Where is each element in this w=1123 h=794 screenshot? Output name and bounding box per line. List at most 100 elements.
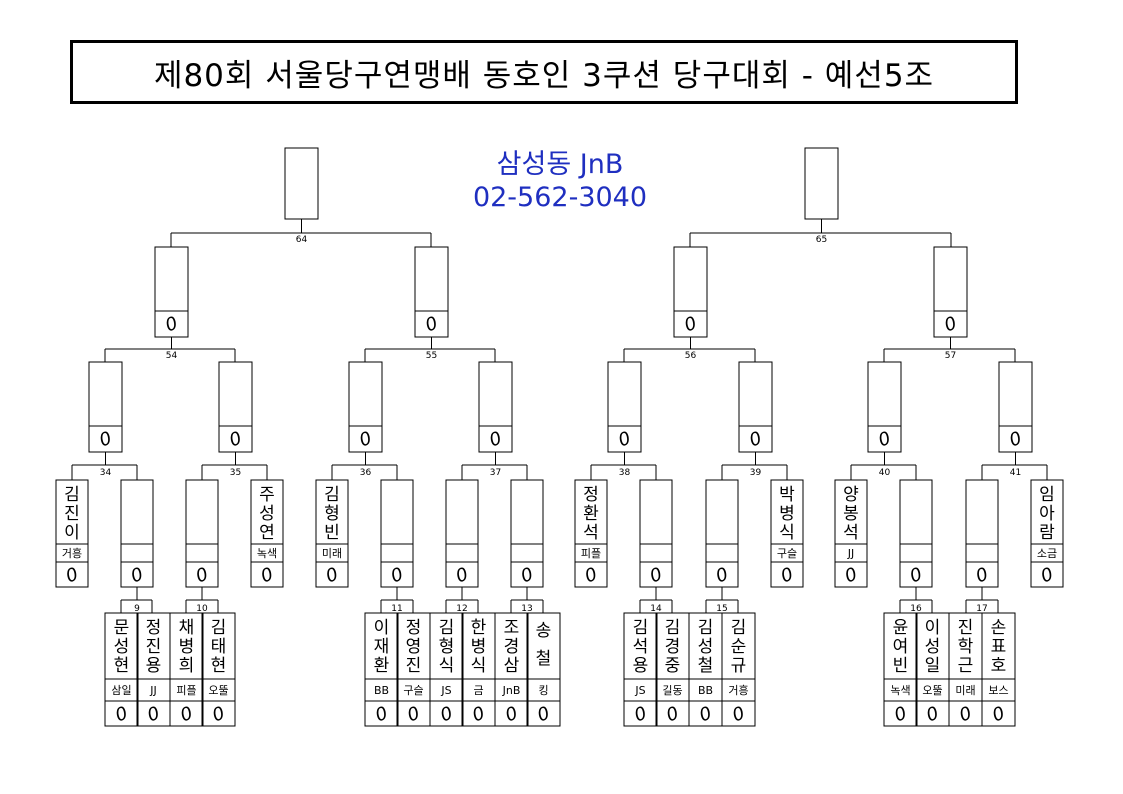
- match-number: 55: [426, 351, 437, 361]
- final-box: [804, 147, 839, 220]
- score-mark: 0: [907, 564, 925, 588]
- score-mark: 0: [957, 703, 975, 727]
- score-mark: 0: [647, 564, 665, 588]
- score-mark: 0: [892, 703, 910, 727]
- match-number: 14: [650, 604, 662, 614]
- score-mark: 0: [227, 428, 245, 452]
- score-mark: 0: [113, 703, 131, 727]
- prelim-player-box: [364, 612, 399, 727]
- match-number: 17: [976, 604, 987, 614]
- player-club: JJ: [847, 547, 855, 560]
- seeded-player-box: [770, 479, 804, 588]
- player-club: 오뚤: [922, 684, 942, 697]
- sponsor-name: 삼성동 JnB: [496, 149, 624, 180]
- player-club: 거흥: [62, 546, 82, 560]
- seeded-player-box: [574, 479, 608, 588]
- player-club: 보스: [988, 684, 1008, 697]
- score-mark: 0: [973, 564, 991, 588]
- prelim-player-box: [526, 612, 561, 727]
- score-mark: 0: [697, 703, 715, 727]
- match-number: 34: [100, 468, 112, 478]
- player-club: JnB: [502, 684, 521, 697]
- player-club: 녹색: [257, 547, 277, 560]
- seeded-player-box: [1030, 479, 1064, 588]
- match-number: 65: [816, 235, 827, 245]
- prelim-player-box: [201, 612, 236, 727]
- score-mark: 0: [632, 703, 650, 727]
- match-number: 39: [750, 468, 762, 478]
- score-mark: 0: [438, 703, 456, 727]
- player-club: 소금: [1037, 547, 1057, 560]
- score-mark: 0: [713, 564, 731, 588]
- player-club: 미래: [955, 684, 975, 697]
- page-title: 제80회 서울당구연맹배 동호인 3쿠션 당구대회 - 예선5조: [70, 40, 1018, 104]
- player-club: 거흥: [728, 683, 748, 697]
- score-mark: 0: [470, 703, 488, 727]
- score-mark: 0: [616, 428, 634, 452]
- prelim-player-box: [981, 612, 1016, 727]
- player-club: 금: [473, 684, 483, 697]
- match-number: 16: [910, 604, 922, 614]
- prelim-player-box: [104, 612, 139, 727]
- score-mark: 0: [453, 564, 471, 588]
- score-mark: 0: [423, 313, 441, 337]
- prelim-player-box: [429, 612, 464, 727]
- score-mark: 0: [518, 564, 536, 588]
- seeded-player-box: [315, 479, 349, 588]
- prelim-player-box: [169, 612, 204, 727]
- score-mark: 0: [503, 703, 521, 727]
- match-number: 41: [1010, 468, 1021, 478]
- match-number: 10: [196, 604, 208, 614]
- score-mark: 0: [193, 564, 211, 588]
- score-mark: 0: [163, 313, 181, 337]
- player-club: 피플: [176, 684, 196, 697]
- match-number: 36: [360, 468, 372, 478]
- seeded-player-box: [250, 479, 284, 588]
- sponsor-block: 삼성동 JnB 02-562-3040: [455, 148, 665, 214]
- score-mark: 0: [876, 428, 894, 452]
- score-mark: 0: [842, 564, 860, 588]
- score-mark: 0: [405, 703, 423, 727]
- player-club: JS: [440, 684, 451, 697]
- match-number: 12: [456, 604, 467, 614]
- player-club: 길동: [662, 684, 682, 697]
- match-number: 9: [134, 604, 140, 614]
- seeded-player-box: [834, 479, 868, 588]
- player-club: JJ: [149, 684, 157, 697]
- player-club: 오뚤: [208, 684, 228, 697]
- score-mark: 0: [582, 564, 600, 588]
- seeded-player-box: [55, 479, 89, 588]
- score-mark: 0: [778, 564, 796, 588]
- prelim-player-box: [494, 612, 529, 727]
- score-mark: 0: [747, 428, 765, 452]
- score-mark: 0: [730, 703, 748, 727]
- player-club: JS: [634, 684, 645, 697]
- score-mark: 0: [357, 428, 375, 452]
- player-club: BB: [698, 684, 713, 697]
- score-mark: 0: [373, 703, 391, 727]
- prelim-player-box: [721, 612, 756, 727]
- match-number: 35: [230, 468, 241, 478]
- player-club: 구슬: [403, 684, 423, 697]
- match-number: 11: [391, 604, 402, 614]
- score-mark: 0: [210, 703, 228, 727]
- score-mark: 0: [664, 703, 682, 727]
- player-club: 구슬: [777, 547, 797, 560]
